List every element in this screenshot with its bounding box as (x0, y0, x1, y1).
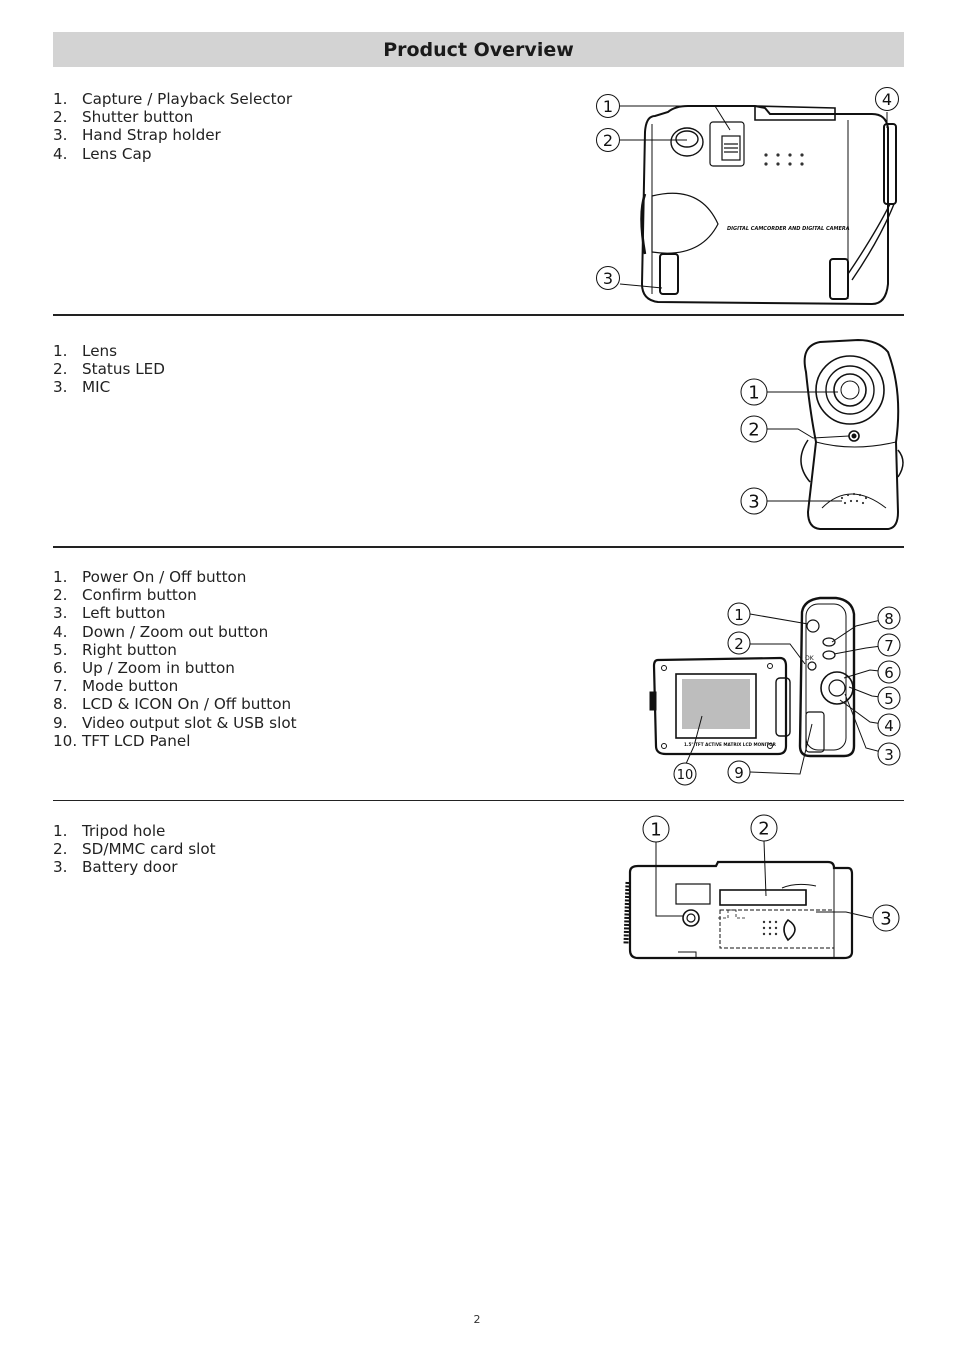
lcd-panel-graphic (649, 656, 791, 756)
lens-graphic (815, 355, 885, 425)
callout-4 (875, 87, 899, 111)
callout-3-label: 3 (880, 909, 891, 930)
callout-3 (596, 266, 620, 290)
list-item: 1.Tripod hole (53, 822, 166, 840)
callout-4 (877, 713, 901, 737)
callout-9-label: 9 (734, 764, 744, 782)
callout-1-label: 1 (748, 383, 759, 404)
callout-9 (727, 760, 751, 784)
callout-3 (872, 904, 900, 932)
section-divider (53, 546, 904, 548)
callout-2-label: 2 (758, 819, 769, 840)
callout-6 (877, 660, 901, 684)
callout-2 (740, 415, 768, 443)
parts-list: 1.Tripod hole 2.SD/MMC card slot 3.Batte… (53, 822, 216, 877)
callout-1 (642, 815, 670, 843)
callout-8-label: 8 (884, 610, 894, 628)
list-item: 7.Mode button (53, 677, 179, 696)
callout-3-label: 3 (884, 746, 894, 764)
callout-5 (877, 686, 901, 710)
ok-label: OK (805, 655, 815, 662)
callout-2-label: 2 (734, 635, 744, 653)
list-item: 9.Video output slot & USB slot (53, 713, 297, 732)
lcd-printed-text: 1.5" TFT ACTIVE MATRIX LCD MONITOR (684, 742, 777, 747)
list-item: 1.Lens (53, 342, 118, 360)
callout-7 (877, 633, 901, 657)
section-back-view: 1.Power On / Off button 2.Confirm button… (53, 568, 297, 750)
callout-6-label: 6 (884, 664, 894, 682)
parts-list: 1.Lens 2.Status LED 3.MIC (53, 342, 165, 397)
device-printed-text: DIGITAL CAMCORDER AND DIGITAL CAMERA (727, 226, 850, 232)
callout-2-label: 2 (748, 420, 759, 441)
callout-1 (727, 602, 751, 626)
callout-3-label: 3 (603, 269, 613, 288)
list-item: 2.SD/MMC card slot (53, 840, 216, 859)
list-item: 6.Up / Zoom in button (53, 659, 235, 678)
title-bar: Product Overview (53, 32, 904, 67)
list-item: 4.Lens Cap (53, 144, 152, 163)
camera-back-view-figure: 1.5" TFT ACTIVE MATRIX LCD MONITOR OK 1 … (649, 596, 901, 786)
status-led-graphic (848, 430, 860, 442)
section-bottom-view: 1.Tripod hole 2.SD/MMC card slot 3.Batte… (53, 822, 216, 877)
callout-3 (740, 487, 768, 515)
callout-2 (750, 814, 778, 842)
parts-list: 1.Capture / Playback Selector 2.Shutter … (53, 90, 292, 163)
callout-1-label: 1 (650, 820, 661, 841)
section-divider (53, 314, 904, 316)
parts-list: 1.Power On / Off button 2.Confirm button… (53, 568, 297, 750)
tripod-hole-graphic (682, 909, 700, 927)
callout-2 (596, 128, 620, 152)
camera-front-view-figure: 1 2 3 (740, 338, 904, 530)
list-item: 5.Right button (53, 640, 177, 659)
list-item: 1.Capture / Playback Selector (53, 90, 293, 108)
callout-3 (877, 742, 901, 766)
section-front-view: 1.Lens 2.Status LED 3.MIC (53, 342, 165, 397)
callout-8 (877, 606, 901, 630)
callout-10 (673, 762, 697, 786)
list-item: 2.Shutter button (53, 108, 194, 127)
callout-10-label: 10 (677, 768, 694, 783)
list-item: 3.MIC (53, 378, 111, 397)
callout-1 (740, 378, 768, 406)
camera-bottom-view-figure: 1 2 3 (623, 814, 900, 960)
callout-2 (727, 631, 751, 655)
list-item: 3.Hand Strap holder (53, 126, 221, 145)
callout-5-label: 5 (884, 690, 894, 708)
list-item: 3.Battery door (53, 858, 178, 877)
card-slot-graphic (719, 883, 817, 906)
callout-7-label: 7 (884, 637, 894, 655)
callout-1-label: 1 (734, 606, 744, 624)
battery-door-graphic (719, 909, 835, 949)
callout-4-label: 4 (884, 717, 894, 735)
callout-2-label: 2 (603, 131, 613, 150)
shutter-button-graphic (670, 127, 704, 157)
list-item: 4.Down / Zoom out button (53, 622, 269, 641)
camera-side-view-figure: DIGITAL CAMCORDER AND DIGITAL CAMERA 1 2… (596, 87, 899, 306)
callout-1 (596, 94, 620, 118)
list-item: 3.Left button (53, 604, 166, 623)
mode-selector-graphic (709, 121, 745, 167)
page-number: 2 (473, 1313, 481, 1326)
list-item: 2.Confirm button (53, 586, 197, 605)
list-item: 2.Status LED (53, 360, 165, 379)
list-item: 1.Power On / Off button (53, 568, 247, 586)
callout-4-label: 4 (882, 90, 892, 109)
callout-3-label: 3 (748, 492, 759, 513)
section-top-view: 1.Capture / Playback Selector 2.Shutter … (53, 90, 292, 163)
callout-1-label: 1 (603, 97, 613, 116)
callout-leaders (619, 105, 888, 289)
list-item: 10.TFT LCD Panel (53, 731, 191, 750)
page-title: Product Overview (383, 38, 574, 61)
list-item: 8.LCD & ICON On / Off button (53, 695, 292, 714)
section-divider (53, 800, 904, 801)
